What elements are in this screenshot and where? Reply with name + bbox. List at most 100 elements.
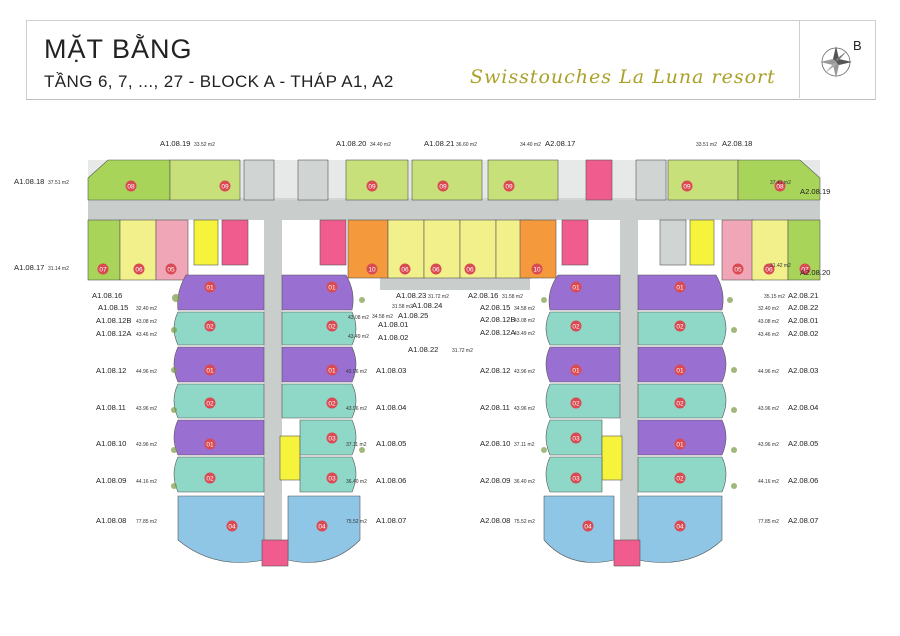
unit-type-number: 01	[206, 367, 214, 374]
unit-code-label: A2.08.22	[788, 303, 818, 312]
unit-area-label: 43.96 m2	[136, 442, 157, 448]
unit-area-label: 75.52 m2	[514, 519, 535, 525]
unit-type-badge: 02	[326, 320, 338, 332]
unit-area-label: 31.42 m2	[770, 263, 791, 269]
unit-area-label: 43.49 m2	[514, 331, 535, 337]
unit-code-label: A1.08.03	[376, 366, 406, 375]
unit-type-badge: 08	[774, 180, 786, 192]
unit-area-label: 31.72 m2	[452, 348, 473, 354]
unit-code-label: A2.08.20	[800, 268, 830, 277]
unit-area-label: 31.72 m2	[428, 294, 449, 300]
unit-area-label: 37.41 m2	[770, 180, 791, 186]
page-subtitle: TẦNG 6, 7, ..., 27 - BLOCK A - THÁP A1, …	[44, 72, 394, 91]
unit-code-label: A2.08.17	[545, 139, 575, 148]
compass-north-label: B	[853, 38, 862, 53]
unit-type-number: 06	[432, 266, 440, 273]
unit-type-number: 02	[572, 400, 580, 407]
compass-box	[799, 20, 875, 98]
unit-area-label: 43.08 m2	[514, 318, 535, 324]
unit-code-label: A1.08.11	[96, 403, 126, 412]
unit-area-label: 44.96 m2	[136, 369, 157, 375]
unit-type-badge: 01	[326, 281, 338, 293]
unit-area-label: 77.85 m2	[758, 519, 779, 525]
unit-code-label: A1.08.02	[378, 333, 408, 342]
unit-code-label: A2.08.12A	[480, 328, 516, 337]
unit-type-number: 09	[368, 183, 376, 190]
unit-area-label: 43.08 m2	[348, 315, 369, 321]
unit-code-label: A1.08.15	[98, 303, 128, 312]
unit-type-number: 02	[676, 400, 684, 407]
unit-type-badge: 01	[674, 438, 686, 450]
unit-type-badge: 03	[570, 472, 582, 484]
unit-type-number: 07	[99, 266, 107, 273]
tower-a2-units	[543, 274, 727, 567]
unit-code-label: A1.08.16	[92, 291, 122, 300]
unit-code-label: A2.08.15	[480, 303, 510, 312]
unit-type-number: 01	[328, 284, 336, 291]
unit-type-number: 07	[801, 266, 809, 273]
page-title: MẶT BẰNG	[44, 34, 193, 64]
compass-rose-icon	[820, 46, 852, 78]
unit-type-number: 01	[676, 284, 684, 291]
unit-type-badge: 05	[732, 263, 744, 275]
unit-type-badge: 01	[204, 281, 216, 293]
unit-type-badge: 04	[316, 520, 328, 532]
unit-code-label: A1.08.10	[96, 439, 126, 448]
unit-type-badge: 04	[226, 520, 238, 532]
unit-code-label: A1.08.25	[398, 311, 428, 320]
unit-type-number: 04	[318, 523, 326, 530]
header-frame	[26, 20, 876, 100]
unit-type-number: 08	[776, 183, 784, 190]
unit-type-badge: 01	[570, 364, 582, 376]
unit-type-number: 01	[206, 441, 214, 448]
unit-type-badge: 02	[204, 397, 216, 409]
unit-type-number: 01	[676, 367, 684, 374]
unit-type-badge: 06	[399, 263, 411, 275]
unit-type-badge: 04	[582, 520, 594, 532]
unit-code-label: A2.08.04	[788, 403, 818, 412]
unit-type-badge: 07	[799, 263, 811, 275]
unit-type-number: 02	[328, 323, 336, 330]
unit-area-label: 33.51 m2	[696, 142, 717, 148]
unit-code-label: A1.08.05	[376, 439, 406, 448]
unit-type-badge: 04	[674, 520, 686, 532]
unit-type-number: 02	[572, 323, 580, 330]
unit-code-label: A1.08.23	[396, 291, 426, 300]
unit-area-label: 43.08 m2	[758, 319, 779, 325]
unit-area-label: 34.40 m2	[370, 142, 391, 148]
unit-code-label: A2.08.06	[788, 476, 818, 485]
unit-type-number: 03	[328, 475, 336, 482]
unit-area-label: 37.51 m2	[48, 180, 69, 186]
unit-area-label: 75.52 m2	[346, 519, 367, 525]
unit-type-badge: 01	[570, 281, 582, 293]
unit-type-badge: 01	[204, 364, 216, 376]
unit-type-badge: 02	[204, 320, 216, 332]
unit-type-badge: 01	[204, 438, 216, 450]
unit-code-label: A1.08.12	[96, 366, 126, 375]
unit-type-badge: 06	[133, 263, 145, 275]
unit-type-number: 03	[572, 475, 580, 482]
unit-type-badge: 02	[570, 320, 582, 332]
unit-type-number: 01	[572, 284, 580, 291]
unit-code-label: A1.08.20	[336, 139, 366, 148]
unit-area-label: 34.40 m2	[520, 142, 541, 148]
unit-code-label: A1.08.12A	[96, 329, 132, 338]
unit-code-label: A1.08.07	[376, 516, 406, 525]
unit-type-number: 06	[466, 266, 474, 273]
unit-type-badge: 09	[219, 180, 231, 192]
unit-area-label: 43.49 m2	[348, 334, 369, 340]
unit-code-label: A2.08.18	[722, 139, 752, 148]
unit-type-badge: 01	[326, 364, 338, 376]
unit-area-label: 43.96 m2	[346, 406, 367, 412]
unit-area-label: 43.96 m2	[514, 369, 535, 375]
unit-type-badge: 02	[674, 472, 686, 484]
unit-code-label: A2.08.07	[788, 516, 818, 525]
unit-area-label: 32.40 m2	[758, 306, 779, 312]
unit-type-badge: 03	[326, 432, 338, 444]
unit-area-label: 37.11 m2	[346, 442, 367, 448]
unit-type-number: 06	[401, 266, 409, 273]
unit-code-label: A1.08.04	[376, 403, 406, 412]
unit-area-label: 43.96 m2	[136, 406, 157, 412]
